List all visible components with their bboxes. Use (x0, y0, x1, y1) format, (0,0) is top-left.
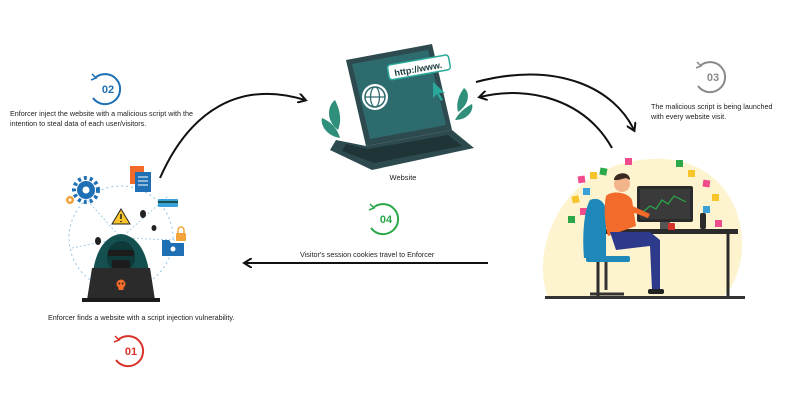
step-04-caption: Visitor's session cookies travel to Enfo… (300, 250, 435, 259)
arrow-hacker-to-website (159, 92, 305, 179)
visitor-desk (590, 229, 738, 234)
globe-icon (362, 84, 388, 110)
step-01-number: 01 (125, 346, 137, 358)
step-02-caption: Enforcer inject the website with a malic… (10, 109, 193, 128)
skull-icon (116, 279, 126, 290)
step-03-caption: The malicious script is being launched w… (651, 102, 773, 121)
step-circle-04 (368, 203, 400, 236)
step-03-number: 03 (707, 72, 719, 84)
step-circle-02 (90, 73, 122, 106)
card-icon (158, 199, 178, 207)
sticky-notes (568, 158, 722, 227)
warning-icon (111, 208, 131, 225)
website-laptop-illustration: http://www. (321, 44, 474, 170)
visitor-illustration (542, 158, 745, 299)
gear-small-icon (66, 196, 74, 204)
hacker-illustration (66, 166, 186, 302)
step-02-number: 02 (102, 84, 114, 96)
step-circle-03 (695, 61, 727, 94)
cursor-icon (433, 82, 445, 101)
visitor-shirt (604, 192, 636, 236)
leaf-left (329, 100, 341, 130)
arrow-website-to-visitor (475, 73, 634, 130)
url-bar (386, 54, 452, 81)
document-icon (130, 166, 151, 192)
visitor-background-blob (542, 158, 743, 298)
folder-lock-icon (162, 226, 186, 256)
gear-icon (72, 176, 100, 204)
arrow-visitor-to-website (480, 93, 613, 149)
step-01-caption: Enforcer finds a website with a script i… (48, 313, 235, 322)
step-circle-01 (113, 335, 145, 368)
step-04-number: 04 (380, 214, 393, 226)
visitor-pants (610, 232, 660, 290)
website-label: Website (390, 173, 417, 182)
leaf-right (457, 88, 468, 112)
visitor-chair (583, 198, 606, 258)
